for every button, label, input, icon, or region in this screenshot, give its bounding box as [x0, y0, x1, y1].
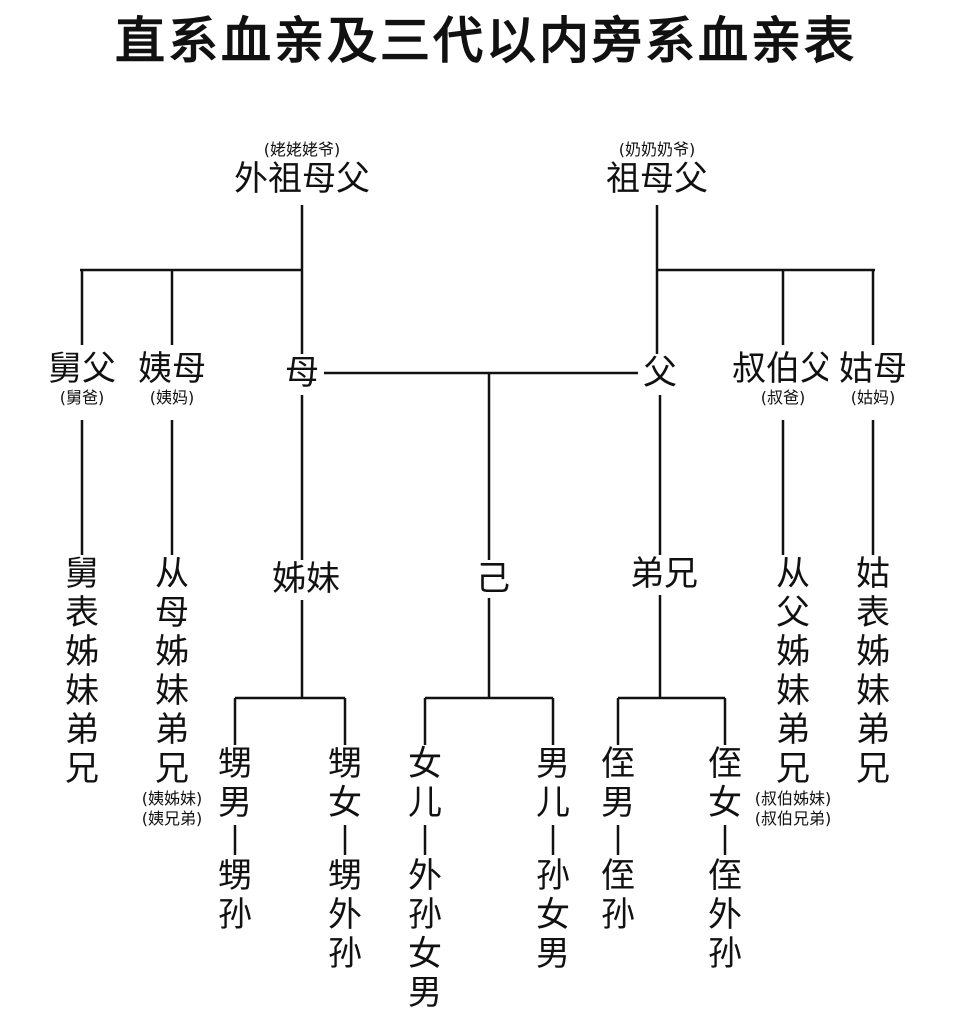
label-paternal-uncle: 叔伯父 [732, 349, 834, 389]
node-daughter: 女儿 [405, 745, 445, 823]
label-maternal-grandparents: 外祖母父 [234, 159, 370, 199]
node-brother-son-child: 侄孙 [598, 857, 638, 935]
label-brother-son-child: 侄孙 [601, 856, 635, 935]
label-sister-daughter: 甥女 [328, 744, 362, 823]
node-paternal-aunt-cousins: 姑表姊妹弟兄 [853, 555, 893, 789]
node-son: 男儿 [533, 745, 573, 823]
node-paternal-grandparents: (奶奶奶爷) 祖母父 [582, 140, 732, 198]
label-sisters: 姊妹 [272, 559, 340, 599]
label-paternal-grandparents: 祖母父 [606, 159, 708, 199]
note-paternal-uncle-cousins-2: (叔伯兄弟) [754, 809, 832, 828]
node-daughter-child: 外孙女男 [405, 857, 445, 1013]
chart-title: 直系血亲及三代以内旁系血亲表 [115, 12, 857, 70]
node-brother-daughter: 侄女 [705, 745, 745, 823]
label-sister-daughter-child: 甥外孙 [328, 856, 362, 974]
note-maternal-grandparents: (姥姥姥爷) [263, 140, 341, 159]
label-paternal-uncle-cousins: 从父姊妹弟兄 [776, 554, 810, 789]
label-self: 己 [476, 559, 510, 599]
node-paternal-aunt: 姑母 (姑妈) [828, 350, 918, 408]
node-paternal-uncle: 叔伯父 (叔爸) [728, 350, 838, 408]
node-maternal-aunt-cousins: 从母姊妹弟兄 (姨姊妹) (姨兄弟) [127, 555, 217, 829]
label-daughter-child: 外孙女男 [408, 856, 442, 1013]
label-daughter: 女儿 [408, 744, 442, 823]
note-paternal-uncle: (叔爸) [760, 388, 806, 407]
label-maternal-uncle: 舅父 [48, 349, 116, 389]
node-maternal-aunt: 姨母 (姨妈) [127, 350, 217, 408]
node-self: 己 [469, 560, 517, 598]
note-paternal-grandparents: (奶奶奶爷) [618, 140, 696, 159]
note-maternal-aunt: (姨妈) [149, 388, 195, 407]
node-father: 父 [638, 354, 682, 392]
label-sister-son: 甥男 [218, 744, 252, 823]
note-paternal-aunt: (姑妈) [850, 388, 896, 407]
note-maternal-uncle: (舅爸) [59, 388, 105, 407]
label-son-child: 孙女男 [536, 856, 570, 974]
node-maternal-uncle-cousins: 舅表姊妹弟兄 [62, 555, 102, 789]
node-paternal-uncle-cousins: 从父姊妹弟兄 (叔伯姊妹) (叔伯兄弟) [738, 555, 848, 829]
label-maternal-aunt: 姨母 [138, 349, 206, 389]
label-paternal-aunt: 姑母 [839, 349, 907, 389]
label-mother: 母 [285, 353, 319, 393]
label-brothers: 弟兄 [630, 554, 698, 594]
node-brother-son: 侄男 [598, 745, 638, 823]
note-maternal-aunt-cousins-1: (姨姊妹) [141, 789, 203, 808]
label-son: 男儿 [536, 744, 570, 823]
label-brother-son: 侄男 [601, 744, 635, 823]
label-brother-daughter: 侄女 [708, 744, 742, 823]
node-maternal-uncle: 舅父 (舅爸) [37, 350, 127, 408]
node-maternal-grandparents: (姥姥姥爷) 外祖母父 [212, 140, 392, 198]
label-maternal-uncle-cousins: 舅表姊妹弟兄 [65, 554, 99, 789]
node-sisters: 姊妹 [262, 560, 350, 598]
label-father: 父 [643, 353, 677, 393]
label-brother-daughter-child: 侄外孙 [708, 856, 742, 974]
label-sister-son-child: 甥孙 [218, 856, 252, 935]
node-brothers: 弟兄 [620, 555, 708, 593]
label-paternal-aunt-cousins: 姑表姊妹弟兄 [856, 554, 890, 789]
node-sister-daughter: 甥女 [325, 745, 365, 823]
note-paternal-uncle-cousins-1: (叔伯姊妹) [754, 789, 832, 808]
note-maternal-aunt-cousins-2: (姨兄弟) [141, 809, 203, 828]
label-maternal-aunt-cousins: 从母姊妹弟兄 [155, 554, 189, 789]
node-sister-son: 甥男 [215, 745, 255, 823]
node-sister-son-child: 甥孙 [215, 857, 255, 935]
node-brother-daughter-child: 侄外孙 [705, 857, 745, 974]
node-mother: 母 [280, 354, 324, 392]
node-son-child: 孙女男 [533, 857, 573, 974]
node-sister-daughter-child: 甥外孙 [325, 857, 365, 974]
